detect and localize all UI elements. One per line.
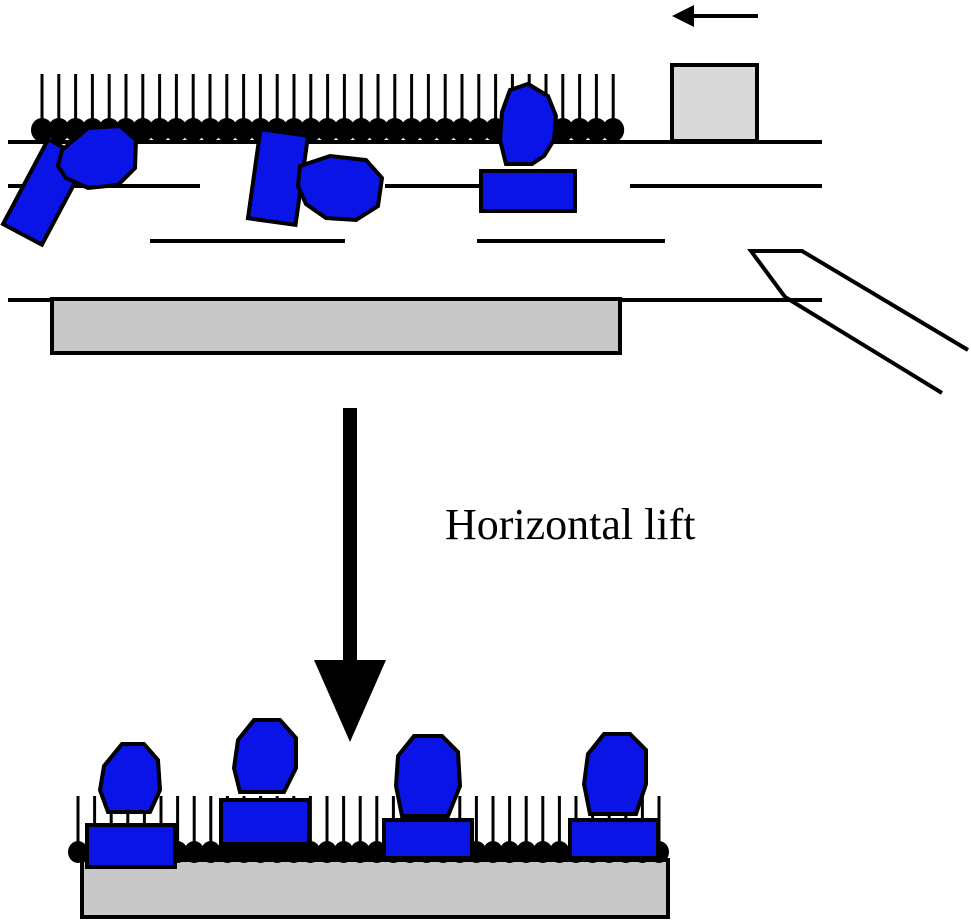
amphiphile-head [217, 841, 238, 863]
amphiphile-head [184, 841, 205, 863]
amphiphile-head [232, 118, 255, 142]
amphiphile-head [31, 118, 53, 142]
molecule-head-2 [295, 153, 385, 223]
amphiphile-head [333, 841, 354, 863]
transferred-molecule-1 [85, 742, 177, 869]
amphiphile-head [250, 841, 271, 863]
amphiphile-head [234, 841, 254, 863]
amphiphile-head [317, 841, 337, 863]
amphiphile-head [131, 118, 154, 142]
trough-panel [0, 5, 970, 395]
amphiphile-head [549, 841, 570, 863]
amphiphile-head [400, 118, 423, 142]
amphiphile-head [165, 118, 188, 142]
down-arrow-icon [314, 408, 386, 742]
amphiphile-head [182, 118, 205, 142]
transferred-film-panel [68, 718, 670, 919]
transferred-molecule-2 [219, 718, 311, 846]
amphiphile-head [367, 118, 389, 142]
amphiphile-head [300, 841, 321, 863]
amphiphile-head [417, 118, 440, 142]
amphiphile-head [267, 841, 288, 863]
amphiphile-head [316, 118, 339, 142]
amphiphile-head [434, 118, 457, 142]
submerged-substrate [50, 297, 622, 355]
amphiphile-head [568, 118, 591, 142]
amphiphile-head [350, 841, 371, 863]
barrier-block [670, 63, 759, 143]
amphiphile-head [148, 118, 171, 142]
amphiphile-head [499, 841, 520, 863]
outlet-pipe [747, 249, 970, 395]
amphiphile-head [199, 118, 221, 142]
amphiphile-head [483, 841, 503, 863]
amphiphile-head [283, 841, 304, 863]
amphiphile-head [451, 118, 473, 142]
molecule-upright [479, 81, 577, 213]
amphiphile-head [200, 841, 221, 863]
amphiphile-head [215, 118, 238, 142]
amphiphile-head [602, 118, 625, 142]
process-caption: Horizontal lift [445, 500, 696, 549]
amphiphile-head [366, 841, 387, 863]
amphiphile-head [383, 118, 406, 142]
amphiphile-head [47, 118, 70, 142]
amphiphile-head [516, 841, 537, 863]
transferred-molecule-4 [568, 732, 660, 860]
transferred-molecule-3 [382, 734, 474, 860]
molecule-head-1 [55, 123, 139, 191]
amphiphile-head [350, 118, 373, 142]
coated-substrate [80, 858, 670, 919]
amphiphile-head [333, 118, 356, 142]
left-arrow-icon [672, 5, 758, 27]
amphiphile-head [467, 118, 490, 142]
amphiphile-head [68, 841, 88, 863]
amphiphile-head [585, 118, 608, 142]
amphiphile-head [532, 841, 553, 863]
